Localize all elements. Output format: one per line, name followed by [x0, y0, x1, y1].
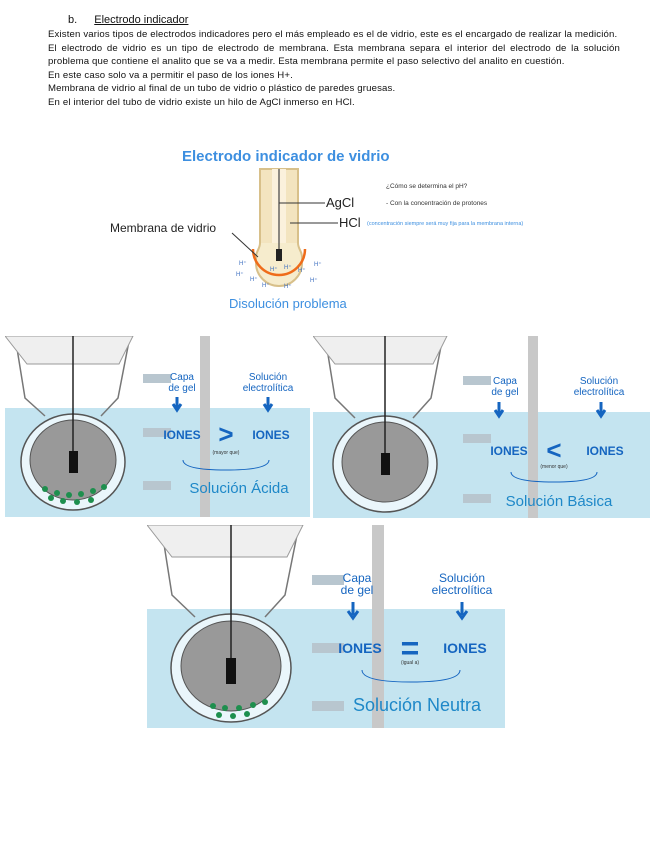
- section-title: Electrodo indicador: [94, 14, 189, 26]
- arrow-down-icon: [346, 602, 360, 621]
- paragraph: En este caso solo va a permitir el paso …: [48, 69, 293, 81]
- gel-label: de gel: [341, 583, 374, 597]
- comparison-symbol: =: [401, 630, 420, 666]
- gel-label: Capa: [170, 372, 194, 383]
- electrolyte-label: electrolítica: [243, 383, 294, 394]
- panel-acid-solution: Capa de gel Solución electrolítica IONES…: [5, 336, 310, 517]
- paragraph: Existen varios tipos de electrodos indic…: [48, 29, 618, 40]
- section-heading: b. Electrodo indicador: [68, 14, 188, 26]
- ion-dots: [42, 484, 107, 505]
- answer-note: - Con la concentración de protones: [386, 200, 488, 207]
- gel-label: Capa: [493, 376, 517, 387]
- gel-label: Capa: [343, 571, 372, 585]
- ions-right: IONES: [586, 444, 623, 458]
- comparison-symbol: >: [218, 419, 233, 449]
- h-ion: H⁺: [310, 277, 318, 284]
- relation-label: (igual a): [401, 660, 419, 666]
- arrow-down-icon: [595, 402, 607, 419]
- grey-bar: [372, 525, 384, 728]
- ions-right: IONES: [252, 428, 289, 442]
- grey-bar: [528, 336, 538, 518]
- h-ion: H⁺: [284, 264, 292, 271]
- h-ion: H⁺: [270, 266, 278, 273]
- relation-label: (menor que): [540, 464, 568, 470]
- electrolyte-label: Solución: [580, 376, 618, 387]
- glass-electrode-figure: Electrodo indicador de vidrio AgCl HCl M…: [110, 145, 570, 315]
- h-ion: H⁺: [262, 282, 270, 289]
- paragraph: En el interior del tubo de vidrio existe…: [48, 96, 355, 108]
- paragraph: El electrodo de vidrio es un tipo de ele…: [48, 42, 620, 68]
- question-note: ¿Cómo se determina el pH?: [386, 183, 468, 190]
- gel-label: de gel: [491, 387, 518, 398]
- h-ion: H⁺: [314, 261, 322, 268]
- electrolyte-label: Solución: [249, 372, 287, 383]
- paragraph: Membrana de vidrio al final de un tubo d…: [48, 83, 396, 95]
- solution-type: Solución Ácida: [189, 480, 289, 497]
- h-ion: H⁺: [239, 260, 247, 267]
- body-text: Existen varios tipos de electrodos indic…: [48, 28, 620, 110]
- ion-dots: [210, 699, 268, 719]
- panel-basic-solution: Capa de gel Solución electrolítica IONES…: [313, 336, 650, 518]
- arrow-down-icon: [455, 602, 469, 621]
- section-letter: b.: [68, 14, 78, 26]
- gel-label: de gel: [168, 383, 195, 394]
- electrolyte-label: electrolítica: [574, 387, 625, 398]
- brace-icon: [182, 459, 270, 471]
- electrolyte-label: Solución: [439, 571, 485, 585]
- ions-left: IONES: [163, 428, 200, 442]
- agcl-label: AgCl: [326, 195, 354, 210]
- arrow-down-icon: [171, 397, 183, 413]
- glass-tube: [251, 168, 307, 287]
- relation-label: (mayor que): [213, 450, 240, 456]
- h-ion: H⁺: [298, 267, 306, 274]
- hcl-label: HCl: [339, 215, 361, 230]
- electrolyte-label: electrolítica: [432, 583, 493, 597]
- proton-labels: H⁺ H⁺ H⁺ H⁺ H⁺ H⁺ H⁺ H⁺ H⁺ H⁺: [236, 260, 322, 290]
- brace-icon: [510, 471, 598, 483]
- arrow-down-icon: [493, 402, 505, 419]
- h-ion: H⁺: [236, 271, 244, 278]
- ions-left: IONES: [490, 444, 527, 458]
- figure-title: Electrodo indicador de vidrio: [182, 148, 390, 165]
- grey-bar: [200, 336, 210, 517]
- glass-membrane: [251, 248, 307, 277]
- h-ion: H⁺: [250, 276, 258, 283]
- ions-left: IONES: [338, 640, 382, 656]
- arrow-down-icon: [262, 397, 274, 413]
- brace-icon: [361, 669, 461, 683]
- hcl-note: (concentración siempre será muy fija par…: [367, 221, 523, 227]
- panel-neutral-solution: Capa de gel Solución electrolítica IONES…: [147, 525, 505, 728]
- solution-type: Solución Neutra: [353, 695, 482, 715]
- solution-label: Disolución problema: [229, 296, 348, 311]
- ions-right: IONES: [443, 640, 487, 656]
- comparison-symbol: <: [546, 435, 561, 465]
- h-ion: H⁺: [284, 283, 292, 290]
- solution-type: Solución Básica: [506, 493, 613, 510]
- membrane-label: Membrana de vidrio: [110, 221, 216, 235]
